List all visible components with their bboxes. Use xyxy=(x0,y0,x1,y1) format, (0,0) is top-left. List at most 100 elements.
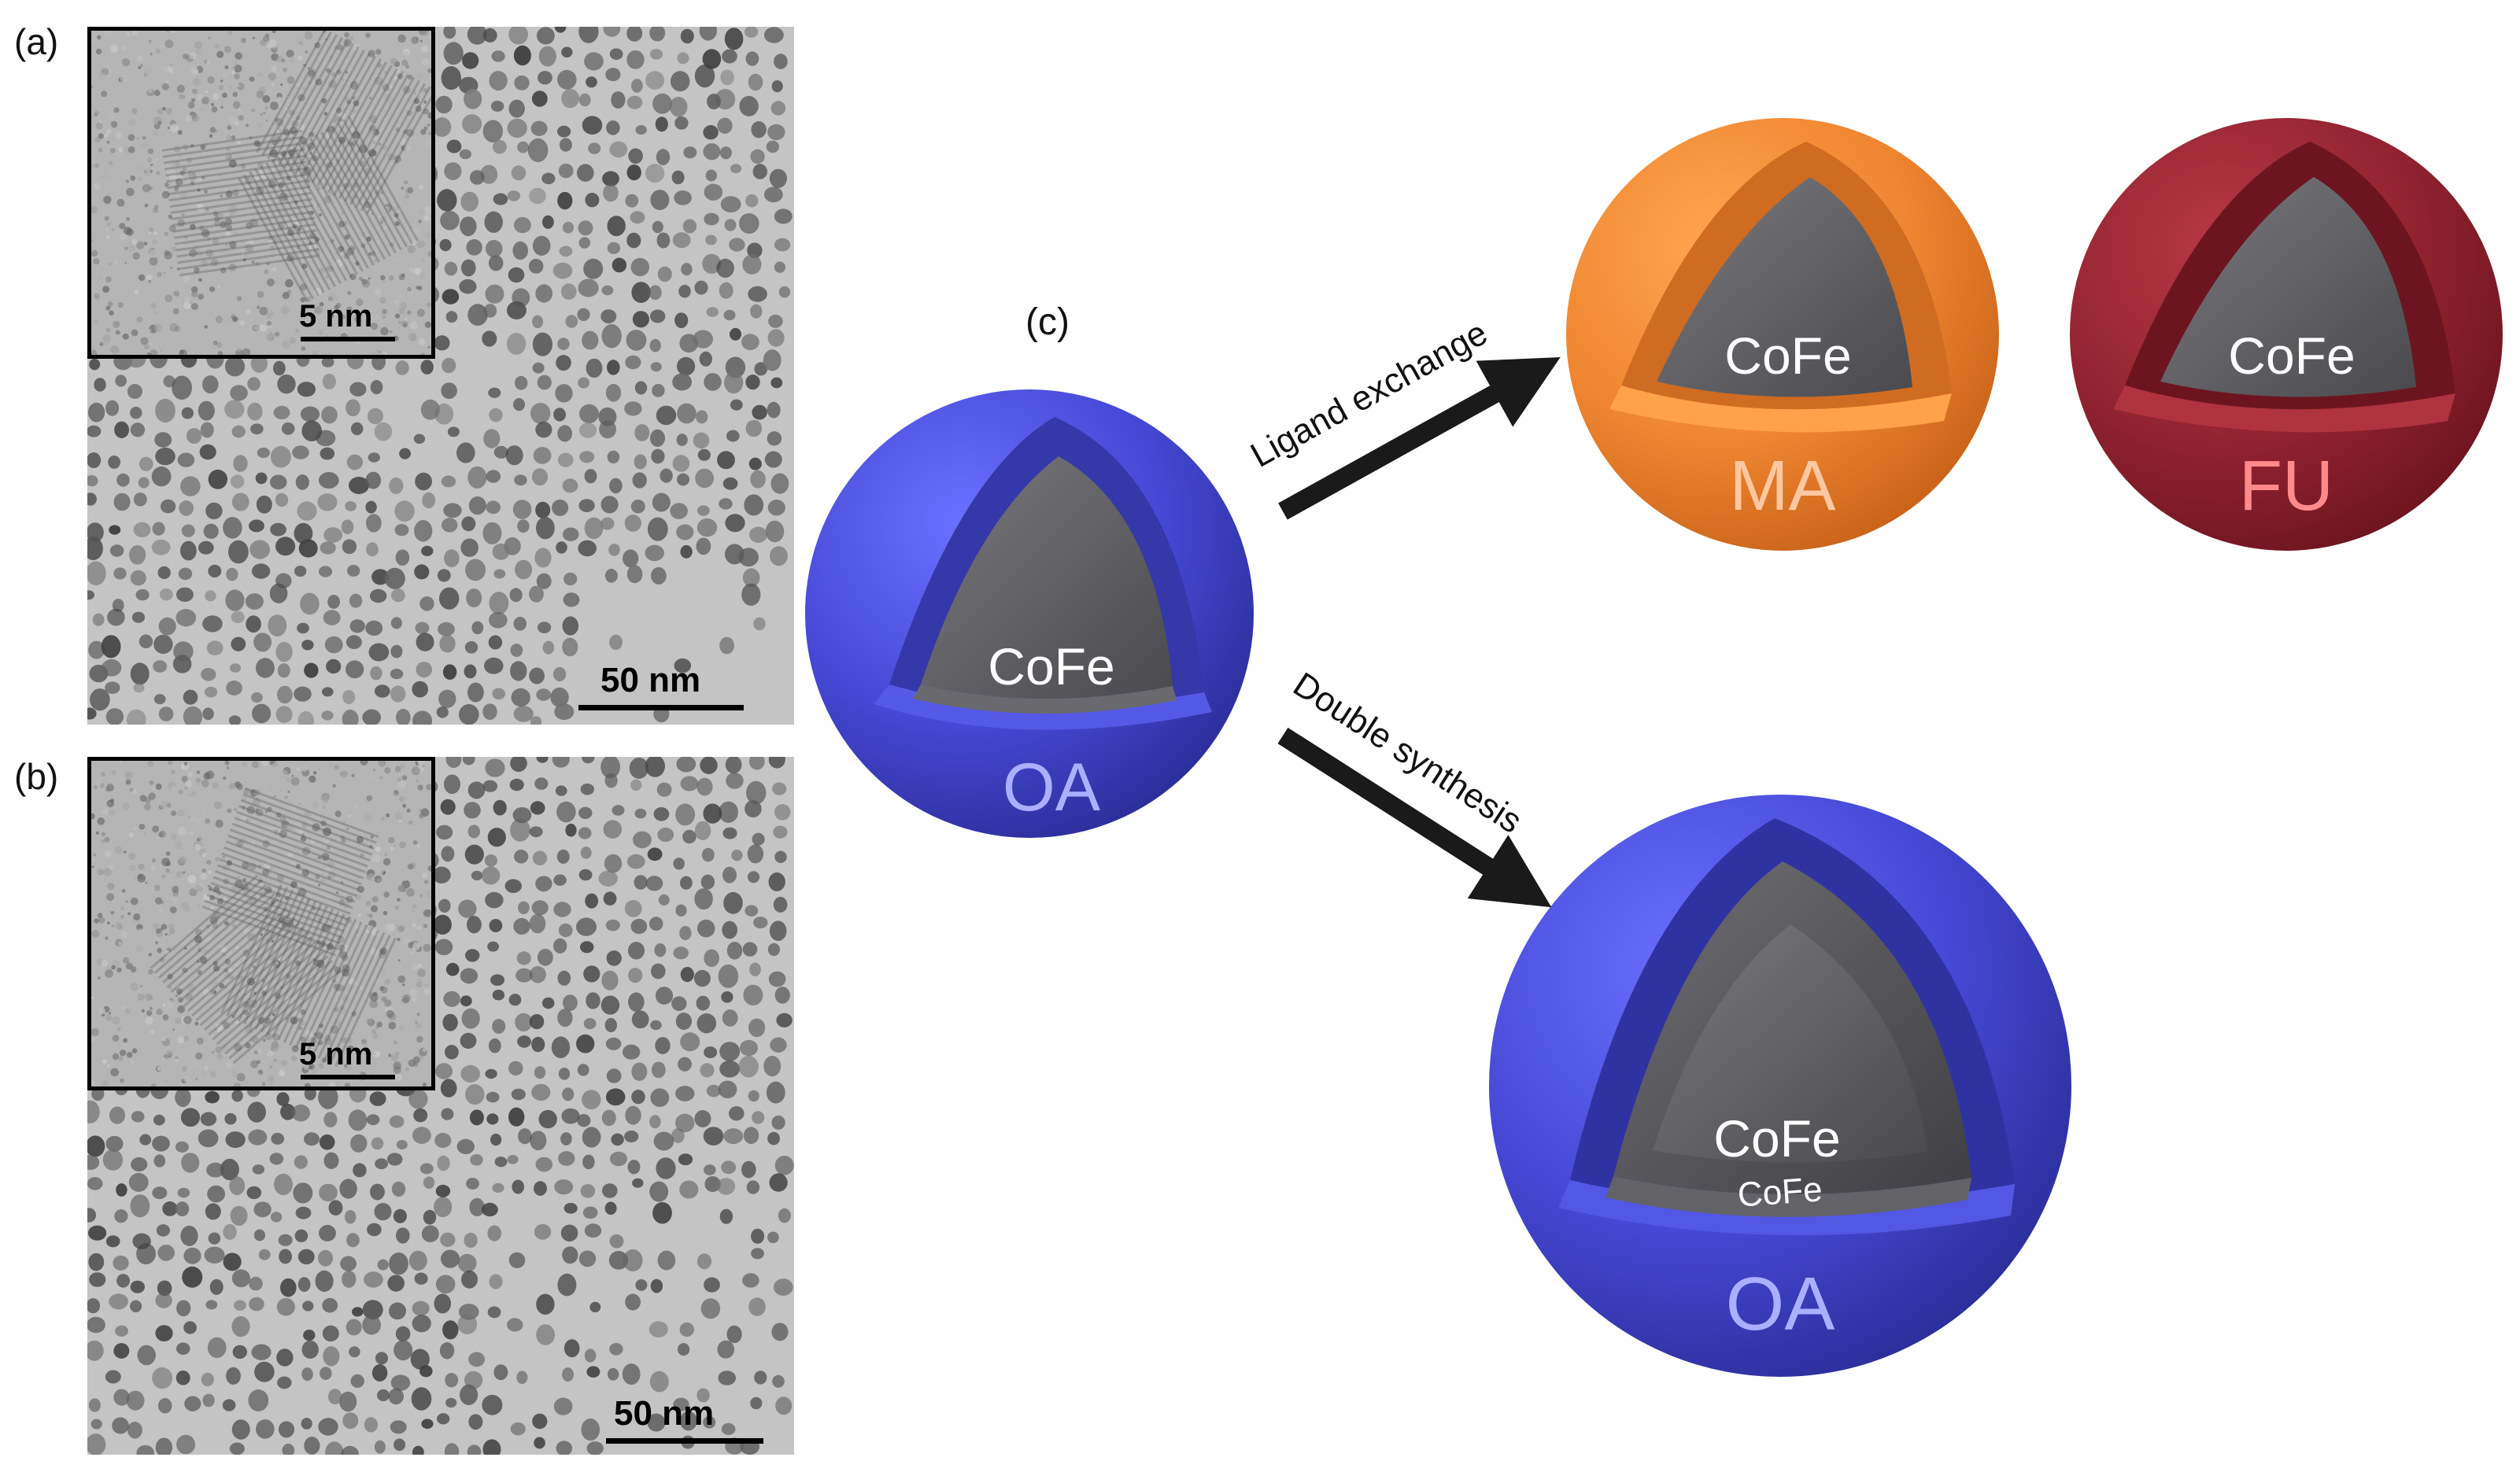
lattice-speckle xyxy=(232,210,237,215)
nanoparticle xyxy=(88,1252,105,1271)
nanoparticle xyxy=(753,917,768,929)
lattice-speckle xyxy=(327,943,334,950)
particle-fu-core-label: CoFe xyxy=(2228,326,2355,385)
lattice-speckle xyxy=(139,795,147,802)
lattice-speckle xyxy=(370,993,379,1002)
lattice-speckle xyxy=(243,264,249,271)
lattice-speckle xyxy=(259,113,263,116)
lattice-speckle xyxy=(195,175,203,183)
nanoparticle xyxy=(323,1152,339,1169)
lattice-speckle xyxy=(205,924,210,928)
lattice-speckle xyxy=(279,192,288,201)
nanoparticle xyxy=(324,636,343,654)
lattice-speckle xyxy=(220,946,227,952)
nanoparticle xyxy=(488,387,501,398)
nanoparticle xyxy=(626,232,641,249)
lattice-speckle xyxy=(169,323,178,332)
lattice-speckle xyxy=(312,906,316,911)
lattice-speckle xyxy=(212,886,220,893)
lattice-speckle xyxy=(253,172,261,180)
nanoparticle xyxy=(604,1017,617,1033)
lattice-speckle xyxy=(383,891,390,898)
nanoparticle xyxy=(301,1367,313,1382)
lattice-speckle xyxy=(394,300,399,304)
nanoparticle xyxy=(291,1104,310,1122)
lattice-speckle xyxy=(415,37,419,42)
lattice-fringe xyxy=(243,895,305,1024)
nanoparticle xyxy=(578,237,590,249)
nanoparticle xyxy=(721,1422,736,1435)
lattice-fringe xyxy=(168,173,309,196)
lattice-speckle xyxy=(384,767,391,774)
lattice-speckle xyxy=(154,897,163,905)
lattice-speckle xyxy=(287,199,291,203)
nanoparticle xyxy=(485,891,504,909)
lattice-speckle xyxy=(104,836,110,843)
lattice-speckle xyxy=(397,34,406,43)
nanoparticle xyxy=(390,1420,407,1434)
lattice-speckle xyxy=(212,93,220,100)
nanoparticle xyxy=(105,1235,120,1248)
lattice-speckle xyxy=(346,99,351,105)
nanoparticle xyxy=(650,190,670,210)
nanoparticle xyxy=(302,1300,314,1312)
lattice-speckle xyxy=(276,892,282,898)
nanoparticle xyxy=(304,1132,320,1146)
lattice-speckle xyxy=(416,91,421,97)
lattice-speckle xyxy=(228,159,237,168)
lattice-speckle xyxy=(153,131,159,137)
nanoparticle xyxy=(346,454,364,470)
lattice-fringe xyxy=(298,143,369,269)
nanoparticle xyxy=(276,1348,294,1367)
lattice-fringe xyxy=(289,46,360,172)
nanoparticle xyxy=(506,301,527,319)
nanoparticle xyxy=(256,495,272,514)
nanoparticle xyxy=(444,774,460,795)
nanoparticle xyxy=(510,644,523,657)
nanoparticle xyxy=(116,1274,131,1288)
lattice-speckle xyxy=(353,805,357,808)
lattice-speckle xyxy=(209,895,215,901)
nanoparticle xyxy=(632,1178,644,1188)
lattice-speckle xyxy=(177,152,183,157)
lattice-speckle xyxy=(338,44,344,51)
nanoparticle xyxy=(679,925,692,941)
lattice-speckle xyxy=(154,205,159,209)
lattice-speckle xyxy=(242,888,250,896)
nanoparticle xyxy=(345,501,357,511)
lattice-speckle xyxy=(398,138,406,146)
lattice-speckle xyxy=(297,1017,304,1024)
lattice-speckle xyxy=(122,333,129,340)
lattice-speckle xyxy=(413,98,419,104)
lattice-speckle xyxy=(151,858,156,863)
nanoparticle xyxy=(456,442,475,463)
lattice-fringe xyxy=(283,43,354,169)
lattice-speckle xyxy=(329,1081,336,1086)
nanoparticle xyxy=(440,1232,456,1247)
lattice-speckle xyxy=(181,887,187,894)
lattice-speckle xyxy=(405,1067,409,1072)
lattice-fringe xyxy=(360,86,431,212)
nanoparticle xyxy=(562,221,575,234)
nanoparticle xyxy=(492,1182,504,1193)
lattice-speckle xyxy=(301,822,309,828)
lattice-speckle xyxy=(312,770,317,775)
nanoparticle xyxy=(152,522,165,536)
lattice-speckle xyxy=(194,1061,201,1068)
lattice-speckle xyxy=(388,1021,397,1030)
lattice-speckle xyxy=(183,762,188,766)
nanoparticle xyxy=(176,587,194,602)
lattice-speckle xyxy=(120,761,123,764)
lattice-speckle xyxy=(164,294,173,303)
nanoparticle xyxy=(752,164,767,179)
lattice-speckle xyxy=(262,869,270,876)
nanoparticle xyxy=(364,1271,383,1288)
lattice-speckle xyxy=(251,761,260,769)
nanoparticle xyxy=(419,1365,433,1378)
nanoparticle xyxy=(517,1035,531,1048)
nanoparticle xyxy=(634,424,650,441)
nanoparticle xyxy=(510,1422,526,1436)
lattice-speckle xyxy=(397,320,401,324)
nanoparticle xyxy=(680,876,693,890)
nanoparticle xyxy=(682,829,697,844)
